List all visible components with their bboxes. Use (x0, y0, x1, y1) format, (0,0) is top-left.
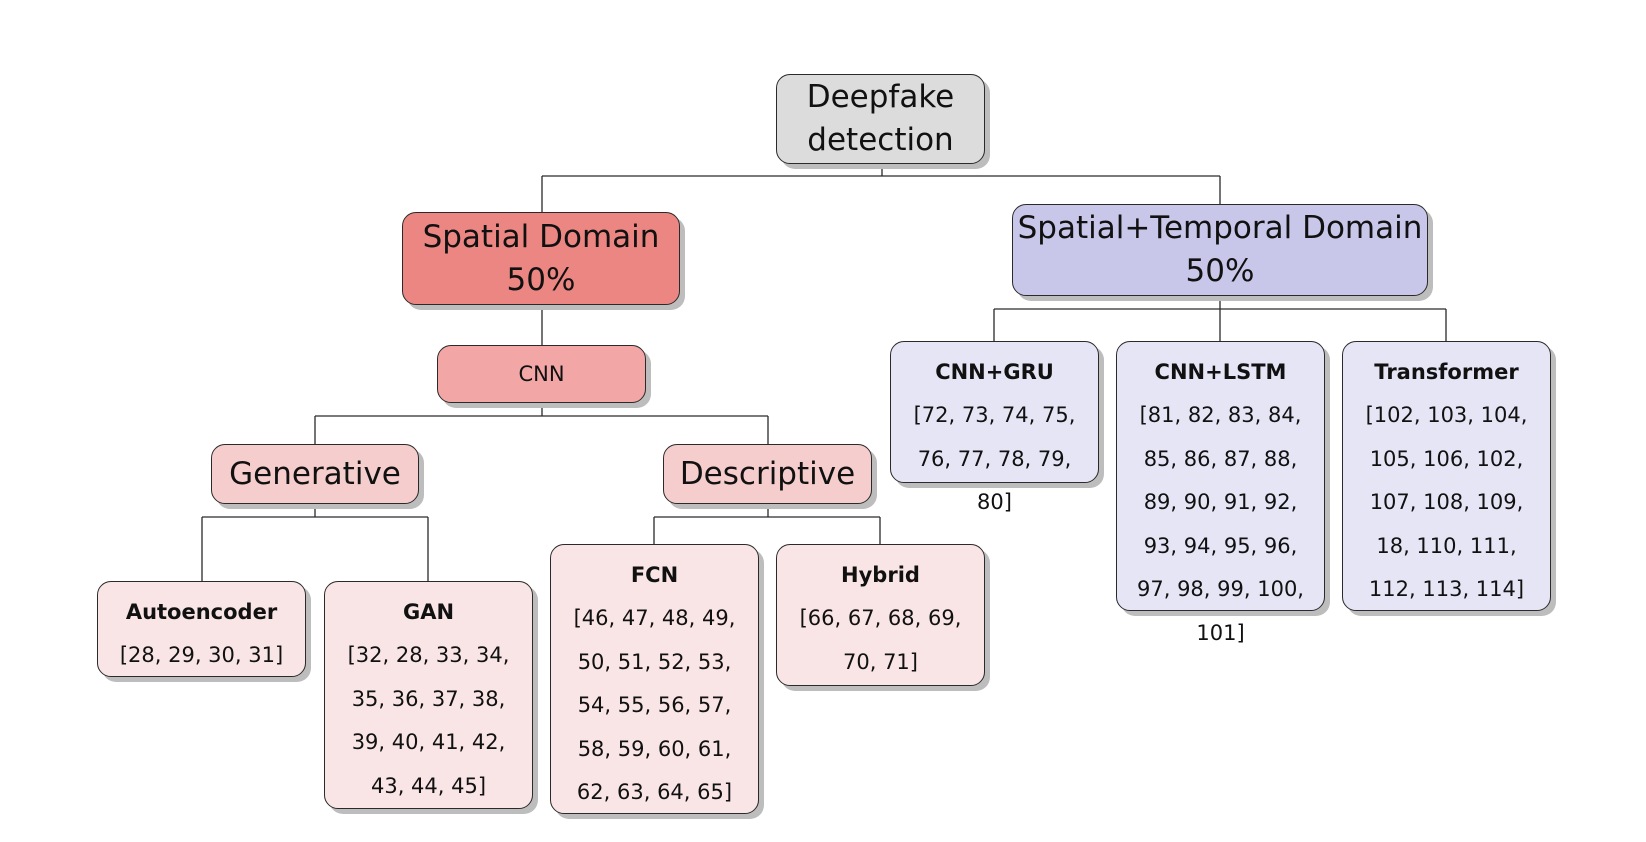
node-transformer: Transformer [102, 103, 104, 105, 106, 10… (1342, 341, 1551, 611)
node-references: [46, 47, 48, 49, 50, 51, 52, 53, 54, 55,… (573, 606, 736, 804)
node-title: Autoencoder (125, 600, 278, 624)
edge-descriptive (653, 504, 881, 544)
node-generative: Generative (211, 444, 419, 504)
edge-cnn (314, 403, 769, 444)
edge-generative (201, 504, 429, 581)
node-title: FCN (630, 563, 679, 587)
node-references: [72, 73, 74, 75, 76, 77, 78, 79, 80] (913, 403, 1076, 514)
node-title: CNN+LSTM (1154, 360, 1287, 384)
node-label: Descriptive (679, 455, 856, 492)
node-title: Hybrid (841, 563, 920, 587)
node-gan: GAN [32, 28, 33, 34, 35, 36, 37, 38, 39,… (324, 581, 533, 809)
node-title: Transformer (1374, 360, 1519, 384)
node-title: GAN (402, 600, 455, 624)
node-deepfake-detection: Deepfake detection (776, 74, 985, 164)
node-hybrid: Hybrid [66, 67, 68, 69, 70, 71] (776, 544, 985, 686)
node-label: Generative (229, 455, 401, 492)
node-label: Spatial Domain (422, 218, 660, 255)
node-cnn-gru: CNN+GRU [72, 73, 74, 75, 76, 77, 78, 79,… (890, 341, 1099, 514)
node-spatial-temporal-domain: Spatial+Temporal Domain 50% (1012, 204, 1428, 296)
node-title: CNN+GRU (935, 360, 1054, 384)
node-share: 50% (506, 261, 576, 298)
node-cnn: CNN (437, 345, 646, 403)
node-share: 50% (1185, 253, 1255, 289)
node-references: [32, 28, 33, 34, 35, 36, 37, 38, 39, 40,… (347, 643, 510, 798)
node-references: [66, 67, 68, 69, 70, 71] (799, 606, 962, 674)
node-references: [81, 82, 83, 84, 85, 86, 87, 88, 89, 90,… (1137, 403, 1304, 645)
node-label: Deepfake detection (806, 79, 955, 158)
node-fcn: FCN [46, 47, 48, 49, 50, 51, 52, 53, 54,… (550, 544, 759, 814)
node-references: [102, 103, 104, 105, 106, 102, 107, 108,… (1365, 403, 1528, 601)
node-label: Spatial+Temporal Domain (1017, 210, 1423, 246)
node-cnn-lstm: CNN+LSTM [81, 82, 83, 84, 85, 86, 87, 88… (1116, 341, 1325, 645)
node-descriptive: Descriptive (663, 444, 872, 504)
node-spatial-domain: Spatial Domain 50% (402, 212, 680, 305)
node-label: CNN (518, 362, 565, 386)
node-references: [28, 29, 30, 31] (119, 643, 284, 667)
edge-root (541, 164, 1221, 212)
edge-temporal (993, 296, 1447, 341)
node-autoencoder: Autoencoder [28, 29, 30, 31] (97, 581, 306, 677)
